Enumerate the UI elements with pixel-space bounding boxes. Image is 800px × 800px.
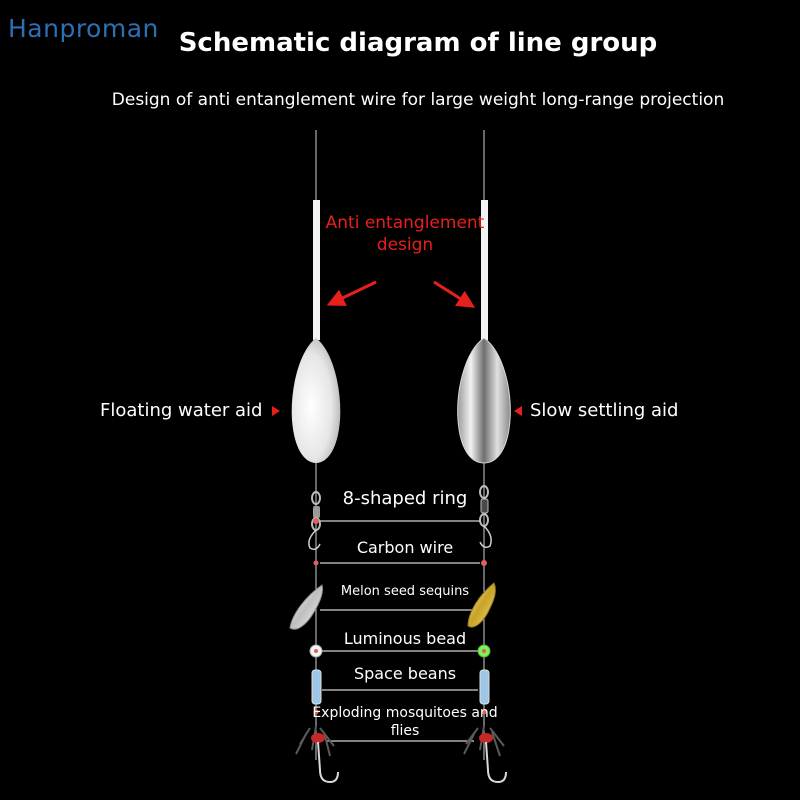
brand-logo: Hanproman	[8, 14, 159, 43]
red-triangle-icon	[272, 406, 280, 416]
red-triangle-icon	[514, 406, 522, 416]
floating-water-aid-icon	[291, 338, 341, 463]
fly-hook-right-icon	[463, 725, 507, 784]
stopper-bead-left-1	[313, 518, 319, 524]
snap-right-icon	[479, 525, 492, 549]
ring-label: 8-shaped ring	[342, 488, 468, 509]
sequin-right-icon	[467, 582, 496, 628]
space-beans-label: Space beans	[353, 664, 457, 683]
fly-stopper-right	[481, 709, 487, 715]
page-subtitle: Design of anti entanglement wire for lar…	[111, 90, 725, 110]
stopper-bead-right-1	[481, 560, 487, 566]
bead-core-left	[314, 649, 318, 653]
slow-settling-aid-label: Slow settling aid	[530, 400, 679, 421]
red-arrow-icon	[433, 280, 476, 308]
luminous-bead-label: Luminous bead	[343, 629, 467, 648]
stopper-bead-left-2	[313, 560, 319, 566]
snap-left-icon	[308, 529, 321, 551]
space-bean-left-icon	[311, 669, 322, 705]
bead-core-right	[482, 649, 486, 653]
floating-water-aid-label: Floating water aid	[100, 400, 263, 421]
slow-settling-aid-icon	[457, 337, 511, 464]
anti-tangle-tube-left	[313, 200, 320, 340]
sequin-left-icon	[289, 584, 323, 630]
anti-entanglement-callout: Anti entanglement design	[325, 213, 485, 255]
flies-label: Exploding mosquitoes and flies	[312, 705, 498, 739]
fly-hook-left-icon	[295, 725, 339, 784]
carbon-wire-label: Carbon wire	[356, 538, 454, 557]
red-arrow-icon	[326, 280, 377, 306]
space-bean-right-icon	[479, 669, 490, 705]
sequins-label: Melon seed sequins	[340, 584, 470, 599]
fly-stopper-left	[313, 709, 319, 715]
page-title: Schematic diagram of line group	[178, 28, 658, 58]
anti-tangle-tube-right	[481, 200, 488, 340]
